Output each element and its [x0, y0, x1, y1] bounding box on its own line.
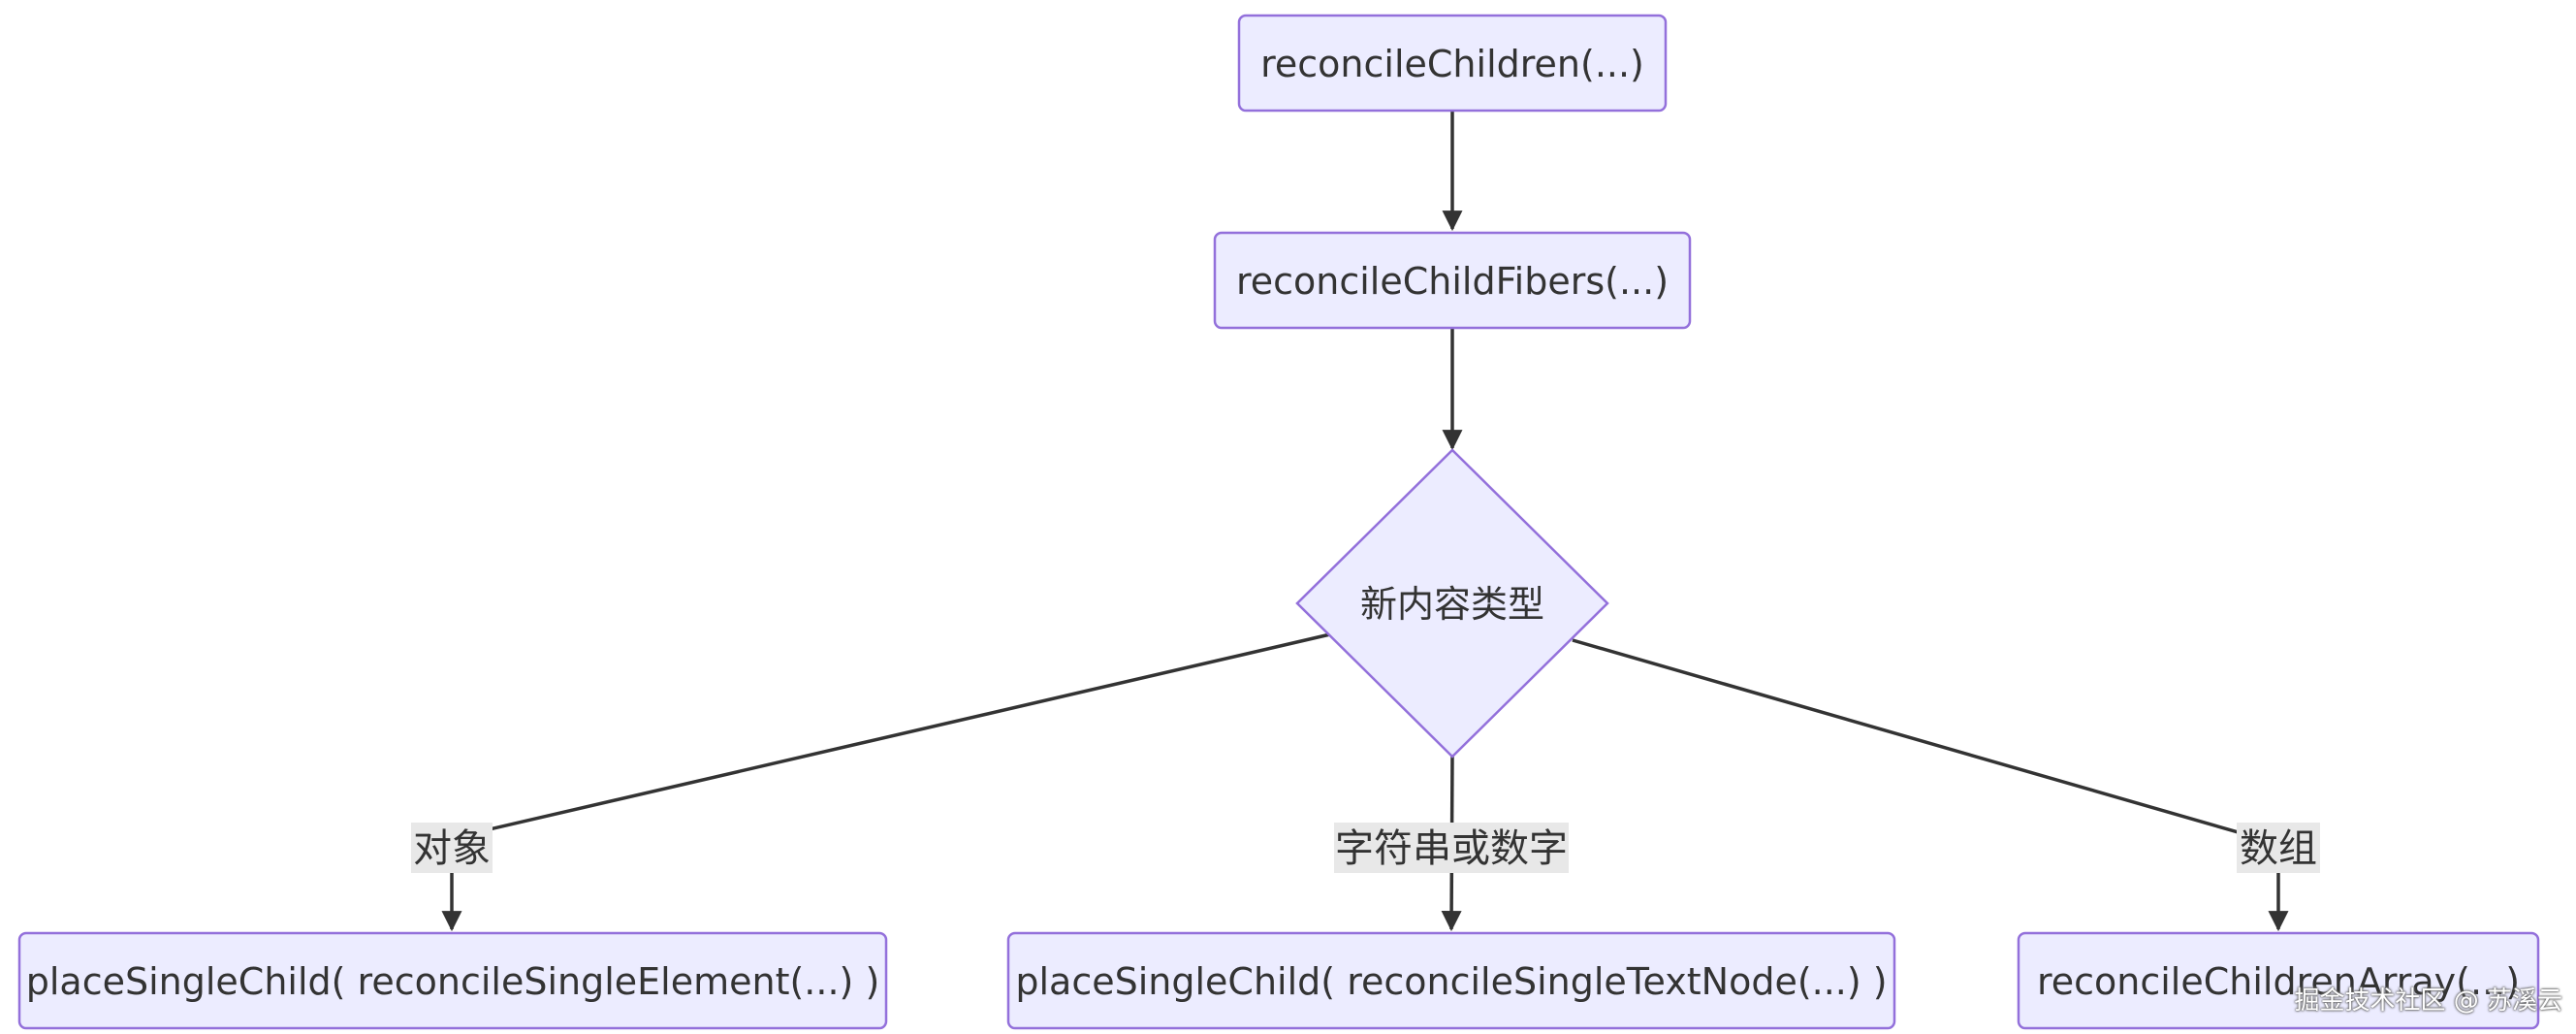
node-reconcile-children[interactable]: reconcileChildren(...): [1237, 14, 1668, 113]
node-single-element[interactable]: placeSingleChild( reconcileSingleElement…: [17, 931, 888, 1030]
edge-label-string-number: 字符串或数字: [1334, 823, 1569, 873]
edge-decision-to-single-element: [441, 632, 1331, 932]
node-children-array-label: reconcileChildrenArray(...): [2037, 960, 2520, 1003]
node-content-type-decision[interactable]: 新内容类型: [1295, 448, 1609, 759]
node-reconcile-children-label: reconcileChildren(...): [1260, 43, 1644, 85]
node-single-text-node[interactable]: placeSingleChild( reconcileSingleTextNod…: [1006, 931, 1896, 1030]
edge-label-object: 对象: [411, 823, 493, 873]
node-reconcile-child-fibers-label: reconcileChildFibers(...): [1236, 260, 1669, 303]
edge-label-array-text: 数组: [2240, 826, 2317, 871]
node-content-type-decision-label: 新内容类型: [1360, 583, 1544, 626]
edge-label-array: 数组: [2237, 823, 2320, 873]
node-single-text-node-label: placeSingleChild( reconcileSingleTextNod…: [1015, 960, 1887, 1003]
edge-decision-to-array: [1572, 638, 2289, 932]
node-single-element-label: placeSingleChild( reconcileSingleElement…: [26, 960, 880, 1003]
watermark: 掘金技术社区 @ 苏溪云: [2294, 986, 2562, 1016]
edge-label-string-number-text: 字符串或数字: [1335, 826, 1568, 871]
node-children-array[interactable]: reconcileChildrenArray(...): [2017, 931, 2540, 1030]
edge-label-object-text: 对象: [413, 826, 491, 871]
node-reconcile-child-fibers[interactable]: reconcileChildFibers(...): [1213, 231, 1692, 330]
